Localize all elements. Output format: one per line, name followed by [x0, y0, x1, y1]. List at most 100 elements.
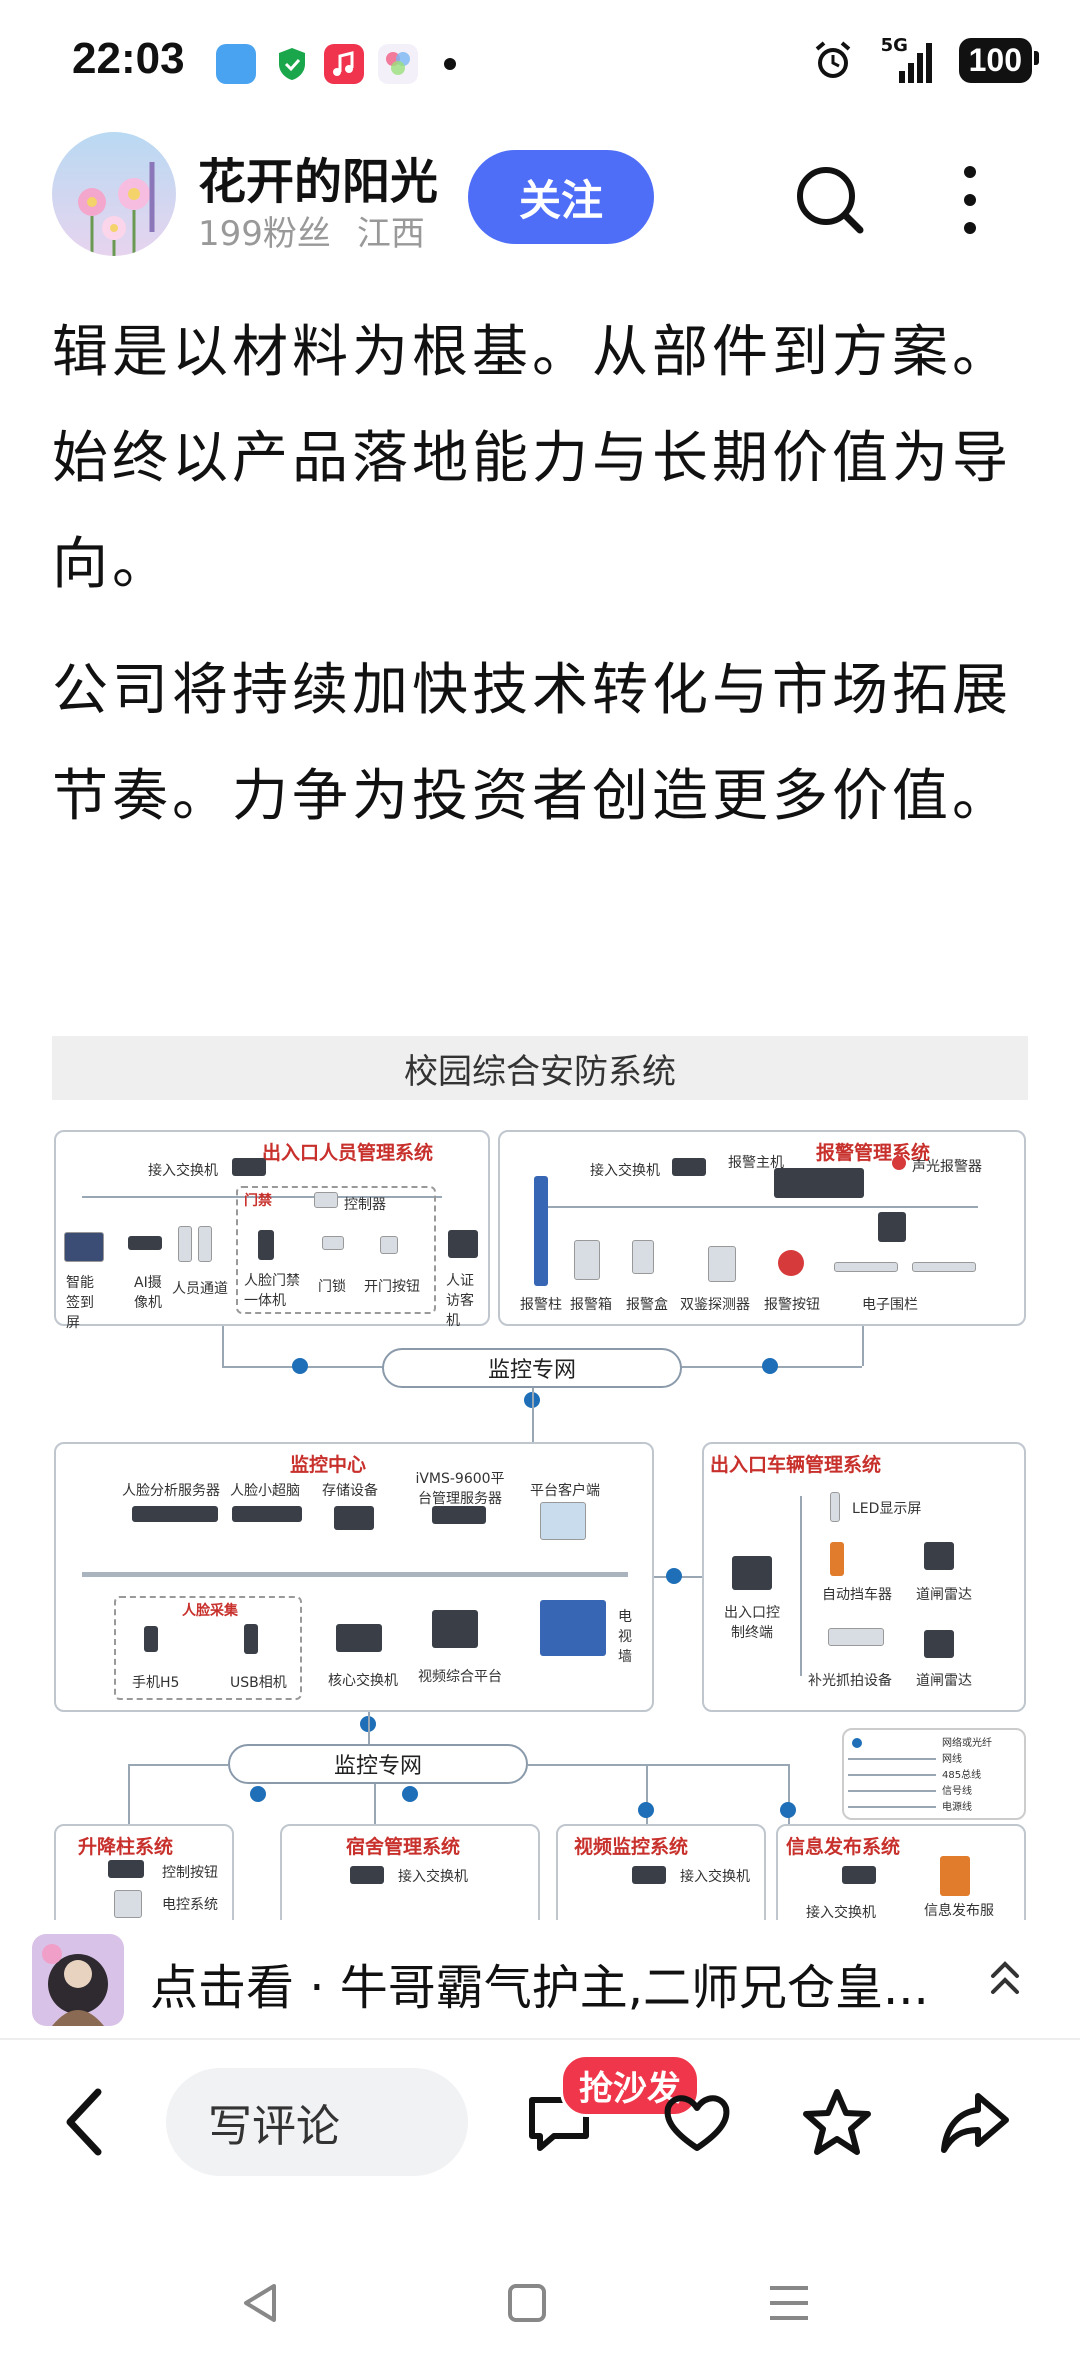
box-bollard [54, 1824, 234, 1936]
face-door-device [258, 1230, 274, 1260]
label: 双鉴探测器 [680, 1297, 750, 1313]
label: 视频综合平台 [418, 1669, 502, 1685]
led-device [830, 1492, 840, 1522]
label: 控制器 [344, 1197, 386, 1213]
label: 报警按钮 [764, 1297, 820, 1313]
siren-device [892, 1156, 906, 1170]
visitor-device [448, 1230, 478, 1258]
comment-input[interactable]: 写评论 [166, 2068, 468, 2176]
more-options-icon[interactable] [950, 160, 990, 240]
shield-app-icon [272, 44, 312, 84]
gate-device [178, 1226, 192, 1262]
alarm-icon [815, 40, 850, 78]
bottom-action-bar: 写评论 抢沙发 [0, 2042, 1080, 2202]
fence-device [834, 1262, 898, 1272]
private-network-cloud: 监控专网 [382, 1348, 682, 1388]
radar-device [924, 1630, 954, 1658]
label: 存储设备 [322, 1483, 378, 1499]
label: 电控系统 [162, 1897, 218, 1913]
label: 人脸门禁一体机 [244, 1273, 300, 1309]
button-device [778, 1250, 804, 1276]
label: 接入交换机 [398, 1869, 468, 1885]
label: 道闸雷达 [916, 1673, 972, 1689]
legend-node [852, 1738, 862, 1748]
recommended-thumbnail[interactable] [32, 1934, 124, 2026]
grab-sofa-badge: 抢沙发 [560, 2054, 700, 2117]
switch-device [232, 1158, 266, 1176]
article-image-diagram[interactable]: 校园综合安防系统 出入口人员管理系统 接入交换机 智能签到屏 AI摄像机 人员通… [52, 1036, 1028, 1936]
camera-device [128, 1236, 162, 1250]
radar-device [924, 1542, 954, 1570]
box-monitor-center [54, 1442, 654, 1712]
barrier-device [830, 1542, 844, 1576]
favorite-star-icon[interactable] [800, 2086, 874, 2160]
search-icon[interactable] [790, 160, 870, 240]
author-avatar[interactable] [52, 132, 176, 256]
box-title: 监控中心 [290, 1454, 367, 1476]
label: 报警柱 [520, 1297, 562, 1313]
box-title: 出入口车辆管理系统 [710, 1454, 882, 1476]
label: 电子围栏 [862, 1297, 918, 1313]
battery-icon: 100 [958, 38, 1040, 83]
label: 平台客户端 [530, 1483, 600, 1499]
box-title: 出入口人员管理系统 [262, 1142, 434, 1164]
back-arrow-icon[interactable] [56, 2082, 116, 2162]
door-ban-group [236, 1186, 436, 1314]
label: 道闸雷达 [916, 1587, 972, 1603]
legend-item: 网络或光纤 [942, 1738, 992, 1749]
detector-device [708, 1246, 736, 1282]
legend-item: 电源线 [942, 1802, 972, 1813]
network-node [780, 1802, 796, 1818]
switch-device [632, 1866, 666, 1884]
nav-recents-icon[interactable] [764, 2278, 814, 2328]
label: 接入交换机 [148, 1163, 218, 1179]
network-node [638, 1802, 654, 1818]
label: iVMS-9600平台管理服务器 [415, 1471, 505, 1507]
box-info [776, 1824, 1026, 1936]
pillar-device [534, 1176, 548, 1286]
legend-item: 信号线 [942, 1786, 972, 1797]
system-navigation-bar [0, 2230, 1080, 2376]
network-node [666, 1568, 682, 1584]
label: 人脸小超脑 [230, 1483, 300, 1499]
network-node [292, 1358, 308, 1374]
label: 电视墙 [618, 1609, 632, 1665]
share-icon[interactable] [938, 2086, 1012, 2160]
light-device [828, 1628, 884, 1646]
label: 门锁 [318, 1279, 346, 1295]
box-title: 视频监控系统 [574, 1836, 689, 1858]
music-app-icon [324, 44, 364, 84]
label: 手机H5 [132, 1675, 180, 1691]
nav-back-icon[interactable] [236, 2278, 286, 2328]
network-node [402, 1786, 418, 1802]
network-type: 5G [880, 34, 908, 56]
author-name[interactable]: 花开的阳光 [198, 154, 439, 210]
button-device [380, 1236, 398, 1254]
box-title: 升降柱系统 [78, 1836, 174, 1858]
recommended-title[interactable]: 点击看 · 牛哥霸气护主,二师兄仓皇... [150, 1960, 929, 2016]
face-collect-group [114, 1596, 302, 1700]
follow-button[interactable]: 关注 [468, 150, 654, 244]
nav-home-icon[interactable] [502, 2278, 552, 2328]
box-alarm [498, 1130, 1026, 1326]
core-switch-device [336, 1624, 382, 1652]
more-dot-icon [444, 58, 456, 70]
article-header: 花开的阳光 199粉丝江西 关注 [0, 130, 1080, 270]
label: 接入交换机 [590, 1163, 660, 1179]
tv-wall-device [540, 1600, 606, 1656]
recommended-video-bar[interactable]: 点击看 · 牛哥霸气护主,二师兄仓皇... [0, 1920, 1080, 2040]
like-heart-icon[interactable] [660, 2086, 734, 2160]
server-device [232, 1506, 302, 1522]
label: 人员通道 [172, 1281, 228, 1297]
chevron-up-icon[interactable] [985, 1956, 1025, 2002]
label: 补光抓拍设备 [808, 1673, 892, 1689]
electric-device [114, 1890, 142, 1918]
label: 出入口控制终端 [724, 1605, 780, 1641]
label: 核心交换机 [328, 1673, 398, 1689]
label: 人证访客机 [446, 1273, 474, 1329]
box-title: 人脸采集 [182, 1603, 238, 1619]
article-body: 辑是以材料为根基。从部件到方案。始终以产品落地能力与长期价值为导向。 公司将持续… [52, 300, 1032, 870]
status-bar: 22:03 5G 100 [0, 0, 1080, 130]
label: LED显示屏 [852, 1501, 922, 1517]
label: 声光报警器 [912, 1159, 982, 1175]
